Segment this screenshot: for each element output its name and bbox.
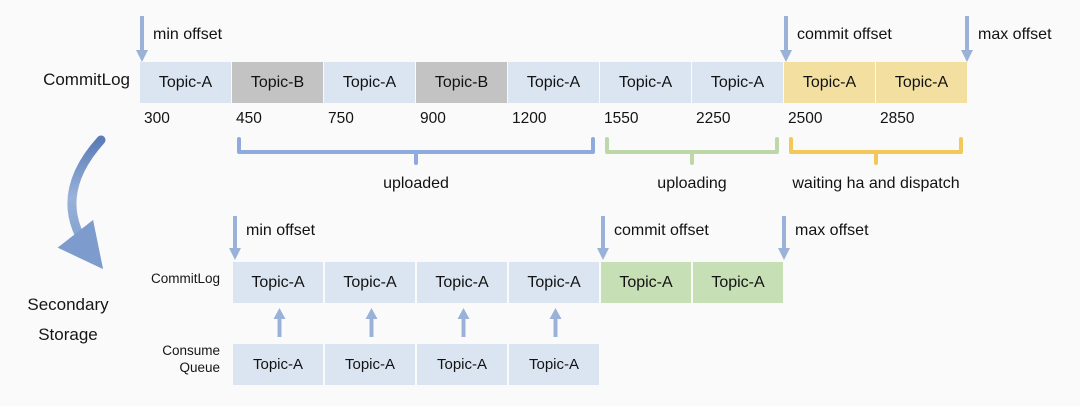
offset-marker-commit-offset (779, 16, 793, 62)
consume-queue-row-label: Consume Queue (110, 342, 220, 376)
offset-marker-min-offset (135, 16, 149, 62)
up-arrow-icon (365, 308, 378, 337)
consume-queue-cell[interactable]: Topic-A (509, 344, 599, 385)
primary-offset-number: 900 (420, 110, 446, 127)
offset-marker-label-commit-offset: commit offset (797, 26, 892, 43)
consume-queue-label-line1: Consume (162, 343, 220, 358)
bracket-uploaded (237, 137, 595, 166)
primary-offset-number: 1550 (604, 110, 639, 127)
down-arrow-icon (597, 216, 609, 260)
primary-offset-number: 2250 (696, 110, 731, 127)
primary-offset-number: 2850 (880, 110, 915, 127)
primary-offset-number: 300 (144, 110, 170, 127)
secondary-commitlog-cell[interactable]: Topic-A (233, 262, 323, 303)
consume-queue-link-arrow (273, 308, 286, 338)
up-arrow-icon (549, 308, 562, 337)
down-arrow-icon (780, 16, 792, 62)
bracket-icon (237, 137, 595, 165)
primary-cell[interactable]: Topic-A (784, 62, 875, 103)
up-arrow-icon (457, 308, 470, 337)
down-arrow-icon (229, 216, 241, 260)
secondary-storage-line1: Secondary (27, 295, 109, 314)
offset-marker-max-offset (960, 16, 974, 62)
primary-cell[interactable]: Topic-A (876, 62, 967, 103)
consume-queue-cell[interactable]: Topic-A (233, 344, 323, 385)
offset-marker-label-max-offset: max offset (978, 26, 1052, 43)
secondary-offset-marker-label-commit-offset: commit offset (614, 222, 709, 239)
primary-commitlog-row-label: CommitLog (43, 70, 130, 89)
secondary-offset-marker-label-min-offset: min offset (246, 222, 316, 239)
consume-queue-cell[interactable]: Topic-A (325, 344, 415, 385)
secondary-offset-marker-commit-offset (596, 216, 610, 262)
primary-cell[interactable]: Topic-A (140, 62, 231, 103)
primary-cell[interactable]: Topic-A (692, 62, 783, 103)
primary-offset-number: 2500 (788, 110, 823, 127)
secondary-commitlog-cell[interactable]: Topic-A (509, 262, 599, 303)
primary-offset-number: 1200 (512, 110, 547, 127)
bracket-icon (605, 137, 779, 165)
down-arrow-icon (778, 216, 790, 260)
down-arrow-icon (136, 16, 148, 62)
secondary-commitlog-row-label: CommitLog (150, 271, 220, 286)
bracket-icon (789, 137, 963, 165)
bracket-uploading (605, 137, 779, 166)
primary-offset-number: 750 (328, 110, 354, 127)
secondary-commitlog-cell[interactable]: Topic-A (417, 262, 507, 303)
secondary-storage-line2: Storage (38, 325, 98, 344)
bracket-caption-waiting-ha-dispatch: waiting ha and dispatch (792, 175, 960, 192)
bracket-waiting-ha-dispatch (789, 137, 963, 166)
consume-queue-link-arrow (365, 308, 378, 338)
primary-cell[interactable]: Topic-B (232, 62, 323, 103)
primary-cell[interactable]: Topic-A (508, 62, 599, 103)
secondary-commitlog-cell[interactable]: Topic-A (601, 262, 691, 303)
bracket-caption-uploading: uploading (657, 175, 727, 192)
primary-cell[interactable]: Topic-B (416, 62, 507, 103)
secondary-commitlog-cell[interactable]: Topic-A (693, 262, 783, 303)
secondary-commitlog-cell[interactable]: Topic-A (325, 262, 415, 303)
consume-queue-link-arrow (457, 308, 470, 338)
secondary-storage-caption: Secondary Storage (8, 290, 128, 350)
consume-queue-cell[interactable]: Topic-A (417, 344, 507, 385)
secondary-offset-marker-min-offset (228, 216, 242, 262)
consume-queue-link-arrow (549, 308, 562, 338)
offset-marker-label-min-offset: min offset (153, 26, 223, 43)
up-arrow-icon (273, 308, 286, 337)
down-arrow-icon (961, 16, 973, 62)
primary-cell[interactable]: Topic-A (600, 62, 691, 103)
secondary-offset-marker-max-offset (777, 216, 791, 262)
primary-offset-number: 450 (236, 110, 262, 127)
secondary-offset-marker-label-max-offset: max offset (795, 222, 869, 239)
consume-queue-label-line2: Queue (179, 360, 220, 375)
bracket-caption-uploaded: uploaded (383, 175, 449, 192)
primary-cell[interactable]: Topic-A (324, 62, 415, 103)
